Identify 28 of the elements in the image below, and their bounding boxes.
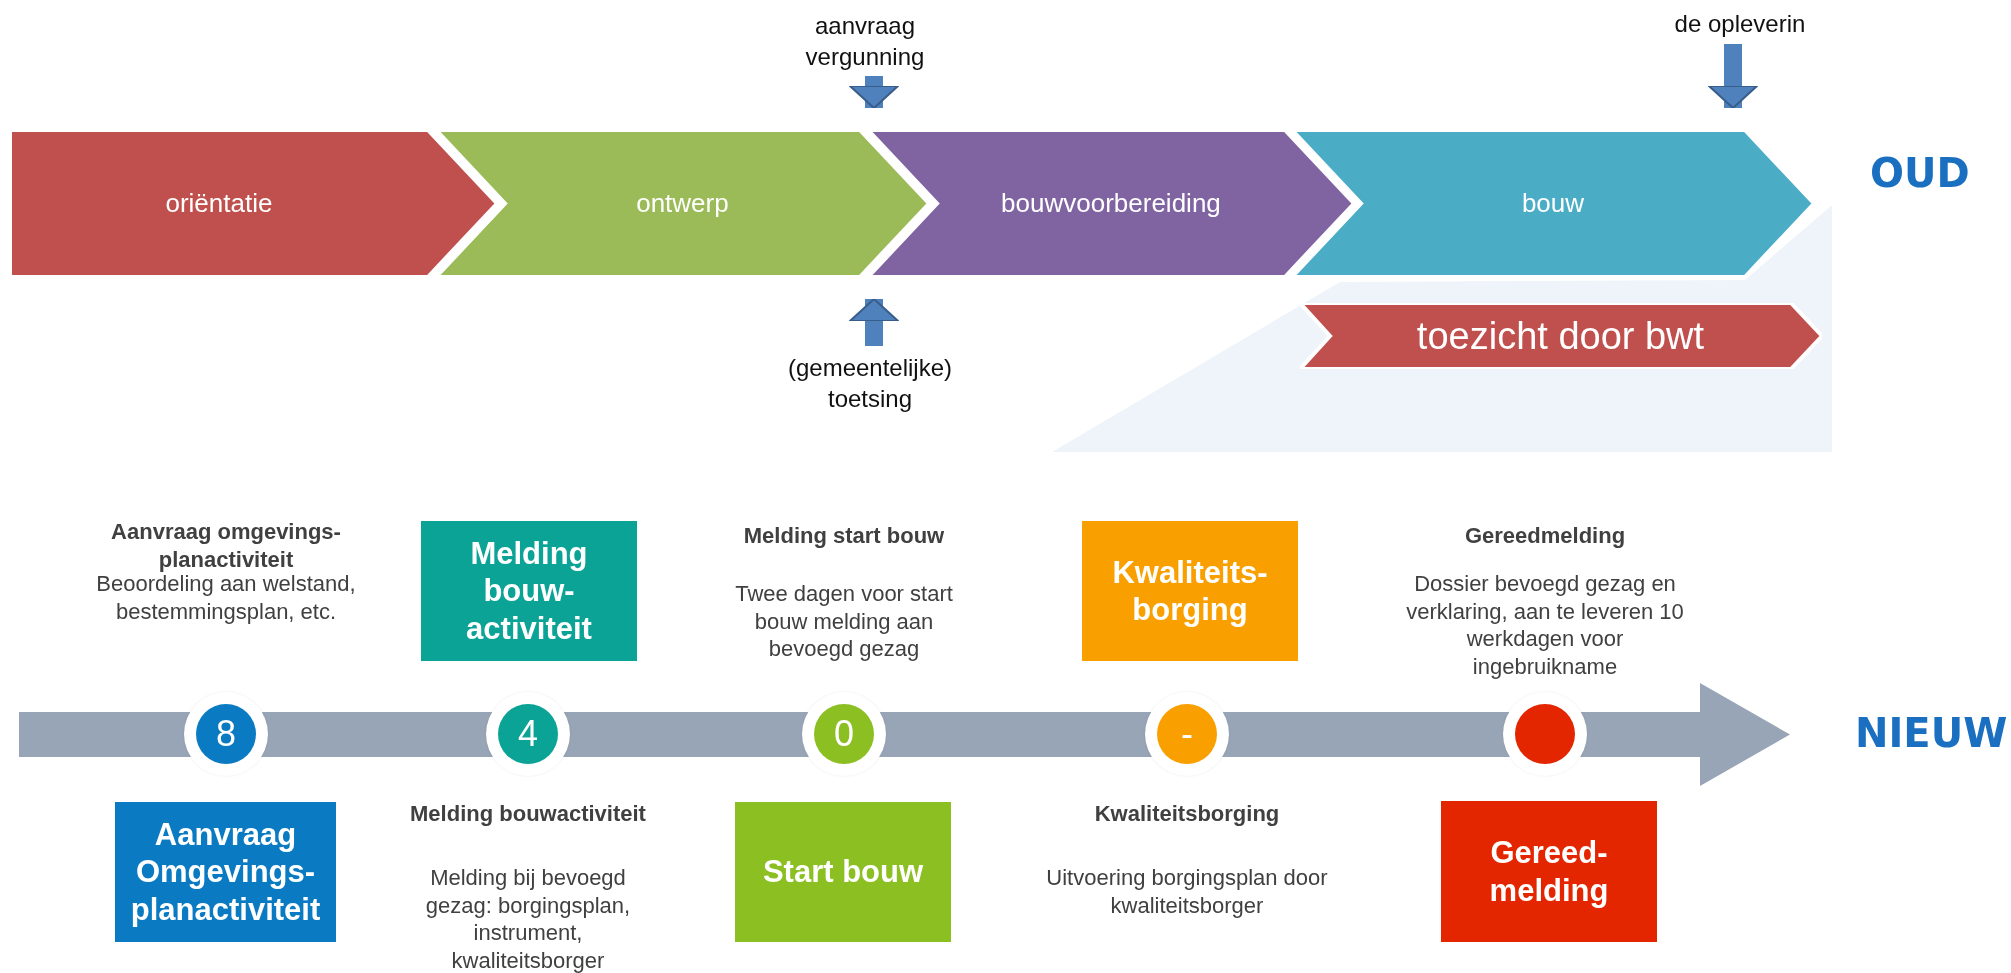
step-heading: Melding bouwactiviteit xyxy=(409,800,647,828)
step-description: Dossier bevoegd gezag en verklaring, aan te leveren 10 werkdagen voor ingebruikname xyxy=(1405,570,1685,680)
step-heading: Gereedmelding xyxy=(1463,522,1627,550)
step-box: Kwaliteits- borging xyxy=(1082,521,1298,661)
phase-label: bouw xyxy=(1520,188,1586,219)
step-description: Twee dagen voor start bouw melding aan bevoegd gezag xyxy=(734,580,954,663)
step-box: Gereed- melding xyxy=(1441,801,1657,942)
block-arrow xyxy=(849,76,899,109)
milestone-label: aanvraag vergunning xyxy=(804,10,926,72)
block-arrow xyxy=(849,298,899,346)
row-label: OUD xyxy=(1870,150,1970,196)
phase-label: ontwerp xyxy=(635,188,730,219)
step-heading: Kwaliteitsborging xyxy=(1093,800,1281,828)
block-arrow xyxy=(1708,44,1758,109)
phase-label: toezicht door bwt xyxy=(1415,314,1706,358)
step-description: Melding bij bevoegd gezag: borgingsplan, instrument, kwaliteitsborger xyxy=(424,864,632,973)
step-box: Aanvraag Omgevings- planactiviteit xyxy=(115,802,336,942)
step-description: Beoordeling aan welstand, bestemmingsplan, etc. xyxy=(95,571,357,625)
milestone-label: (gemeentelijke) toetsing xyxy=(786,352,954,414)
step-heading: Aanvraag omgevings- planactiviteit xyxy=(110,518,342,573)
row-label: NIEUW xyxy=(1855,710,2008,756)
phase-label: bouwvoorbereiding xyxy=(1000,188,1222,219)
phase-label: oriëntatie xyxy=(165,188,274,219)
step-box: Melding bouw- activiteit xyxy=(421,521,637,661)
step-box: Start bouw xyxy=(735,802,951,942)
step-description: Uitvoering borgingsplan door kwaliteitsborger xyxy=(1045,864,1329,919)
milestone-label: de opleverin xyxy=(1674,9,1806,40)
step-heading: Melding start bouw xyxy=(742,522,946,550)
